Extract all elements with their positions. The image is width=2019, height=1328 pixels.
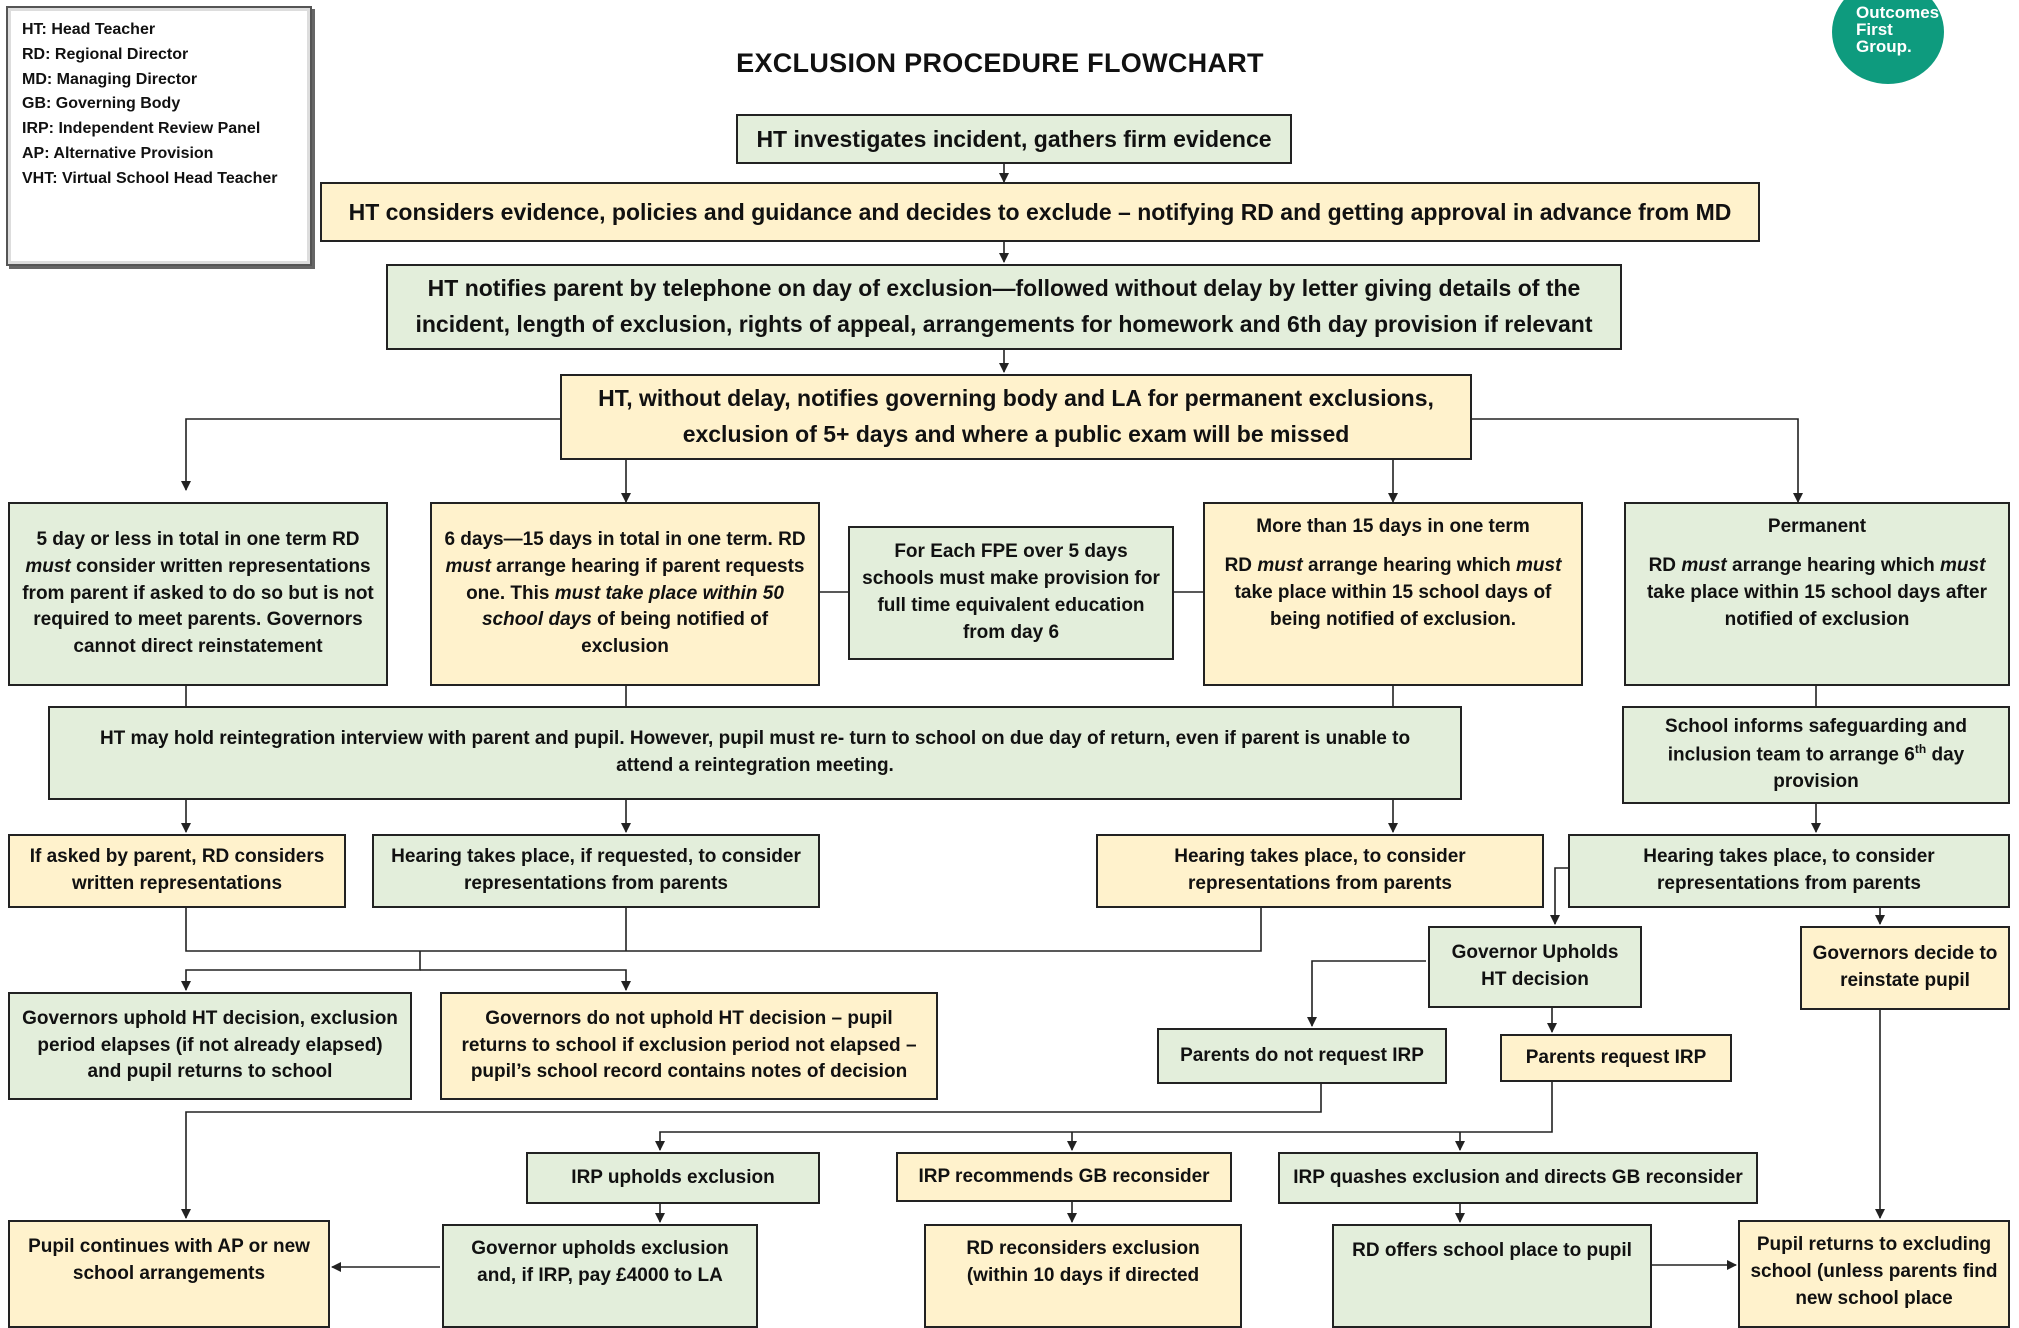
node-text-emphasis: must xyxy=(1681,554,1727,576)
node-text: RD xyxy=(1648,554,1682,576)
node-text: For Each FPE over 5 days schools must ma… xyxy=(862,541,1160,643)
node-text: Governor upholds exclusion and, if IRP, … xyxy=(471,1238,729,1286)
logo-line: First xyxy=(1856,20,1893,39)
node-safeguarding: School informs safeguarding and inclusio… xyxy=(1622,706,2010,804)
node-consider: HT considers evidence, policies and guid… xyxy=(320,182,1760,242)
node-text: RD reconsiders exclusion (within 10 days… xyxy=(966,1238,1200,1286)
node-governors-uphold-elapse: Governors uphold HT decision, exclusion … xyxy=(8,992,412,1100)
branch-left xyxy=(181,418,560,491)
node-text: HT, without delay, notifies governing bo… xyxy=(598,385,1434,447)
node-text: Governors decide to reinstate pupil xyxy=(1812,943,1998,991)
node-pupil-returns: Pupil returns to excluding school (unles… xyxy=(1738,1220,2010,1328)
node-text: day provision xyxy=(1773,744,1965,793)
logo-line: Outcomes xyxy=(1856,3,1940,22)
node-text: arrange hearing which xyxy=(1302,554,1516,576)
node-text: 5 day or less in total in one term RD xyxy=(36,528,360,550)
node-text-emphasis: must xyxy=(25,555,71,577)
node-hearing-permanent: Hearing takes place, to consider represe… xyxy=(1568,834,2010,908)
node-text: HT investigates incident, gathers firm e… xyxy=(756,125,1272,152)
node-rd-reconsiders: RD reconsiders exclusion (within 10 days… xyxy=(924,1224,1242,1328)
node-permanent: Permanent RD must arrange hearing which … xyxy=(1624,502,2010,686)
node-text: 6 days—15 days in total in one term. RD xyxy=(444,528,806,550)
node-text: School informs safeguarding and inclusio… xyxy=(1665,715,1967,766)
node-text: Hearing takes place, if requested, to co… xyxy=(391,846,801,894)
page-title: EXCLUSION PROCEDURE FLOWCHART xyxy=(736,48,1264,78)
node-six-to-fifteen-days: 6 days—15 days in total in one term. RD … xyxy=(430,502,820,686)
legend-item: MD: Managing Director xyxy=(22,70,198,88)
node-irp-quashes: IRP quashes exclusion and directs GB rec… xyxy=(1278,1152,1758,1204)
node-notify-parent: HT notifies parent by telephone on day o… xyxy=(386,264,1622,350)
node-text: If asked by parent, RD considers written… xyxy=(29,846,325,894)
legend-item: GB: Governing Body xyxy=(22,95,181,113)
node-text: take place within 15 school days after n… xyxy=(1646,581,1987,630)
node-text-emphasis: must xyxy=(1516,554,1562,576)
node-text-superscript: th xyxy=(1914,741,1927,756)
node-text: HT notifies parent by telephone on day o… xyxy=(415,275,1593,337)
node-text: HT may hold reintegration interview with… xyxy=(99,728,1411,776)
node-text: IRP recommends GB reconsider xyxy=(918,1165,1210,1187)
node-hearing-if-requested: Hearing takes place, if requested, to co… xyxy=(372,834,820,908)
node-more-than-fifteen-days: More than 15 days in one term RD must ar… xyxy=(1203,502,1583,686)
node-pupil-continues-ap: Pupil continues with AP or new school ar… xyxy=(8,1220,330,1328)
node-rd-considers: If asked by parent, RD considers written… xyxy=(8,834,346,908)
node-parents-no-irp: Parents do not request IRP xyxy=(1157,1028,1447,1084)
node-governor-upholds-exclusion: Governor upholds exclusion and, if IRP, … xyxy=(442,1224,758,1328)
node-hearing-over-fifteen: Hearing takes place, to consider represe… xyxy=(1096,834,1544,908)
node-heading: Permanent xyxy=(1767,516,1867,537)
branch-right xyxy=(1472,418,1803,503)
node-text: Parents do not request IRP xyxy=(1180,1044,1424,1066)
outcomes-first-group-logo: Outcomes First Group. xyxy=(1832,0,1944,84)
node-fpe-provision: For Each FPE over 5 days schools must ma… xyxy=(848,526,1174,660)
node-text: arrange hearing if parent requests one. … xyxy=(466,555,805,604)
logo-line: Group. xyxy=(1856,37,1912,56)
node-notify-gb: HT, without delay, notifies governing bo… xyxy=(560,374,1472,460)
node-rd-offers-place: RD offers school place to pupil xyxy=(1332,1224,1652,1328)
node-text: Parents request IRP xyxy=(1525,1046,1707,1068)
node-investigate: HT investigates incident, gathers firm e… xyxy=(736,114,1292,164)
node-governors-reinstate: Governors decide to reinstate pupil xyxy=(1800,926,2010,1010)
node-text: Governors uphold HT decision, exclusion … xyxy=(22,1007,398,1083)
node-text: Pupil continues with AP or new school ar… xyxy=(28,1236,310,1284)
node-irp-recommends: IRP recommends GB reconsider xyxy=(896,1152,1232,1202)
abbreviations-legend: HT: Head Teacher RD: Regional Director M… xyxy=(6,6,312,266)
legend-item: HT: Head Teacher xyxy=(22,21,156,38)
node-text: RD xyxy=(1224,554,1258,576)
node-parents-request-irp: Parents request IRP xyxy=(1500,1034,1732,1082)
node-text: take place within 15 school days of bein… xyxy=(1234,581,1552,630)
node-governors-not-uphold: Governors do not uphold HT decision – pu… xyxy=(440,992,938,1100)
node-text: Pupil returns to excluding school (unles… xyxy=(1750,1234,1998,1309)
node-text: Governor Upholds HT decision xyxy=(1451,942,1619,990)
legend-item: IRP: Independent Review Panel xyxy=(22,120,261,138)
node-text: consider written representations from pa… xyxy=(22,555,374,658)
legend-item: AP: Alternative Provision xyxy=(22,144,214,162)
node-irp-upholds: IRP upholds exclusion xyxy=(526,1152,820,1204)
node-text: RD offers school place to pupil xyxy=(1352,1240,1632,1261)
node-heading: More than 15 days in one term xyxy=(1256,516,1530,537)
legend-item: VHT: Virtual School Head Teacher xyxy=(22,169,278,187)
node-text-emphasis: must xyxy=(445,555,491,577)
node-text: arrange hearing which xyxy=(1726,554,1940,576)
legend-item: RD: Regional Director xyxy=(22,45,189,63)
node-text: IRP upholds exclusion xyxy=(571,1166,775,1188)
node-text-emphasis: must xyxy=(1257,554,1303,576)
node-text: Governors do not uphold HT decision – pu… xyxy=(461,1007,917,1083)
node-five-days-or-less: 5 day or less in total in one term RD mu… xyxy=(8,502,388,686)
node-reintegration: HT may hold reintegration interview with… xyxy=(48,706,1462,800)
node-text-emphasis: must xyxy=(1940,554,1986,576)
node-text-emphasis: must take place within 50 school days xyxy=(481,582,784,631)
node-text: Hearing takes place, to consider represe… xyxy=(1174,846,1466,894)
node-text: Hearing takes place, to consider represe… xyxy=(1643,846,1935,894)
node-text: IRP quashes exclusion and directs GB rec… xyxy=(1293,1166,1743,1188)
node-text: of being notified of exclusion xyxy=(581,609,769,658)
node-governor-upholds-ht: Governor Upholds HT decision xyxy=(1428,926,1642,1008)
node-text: HT considers evidence, policies and guid… xyxy=(348,198,1732,225)
